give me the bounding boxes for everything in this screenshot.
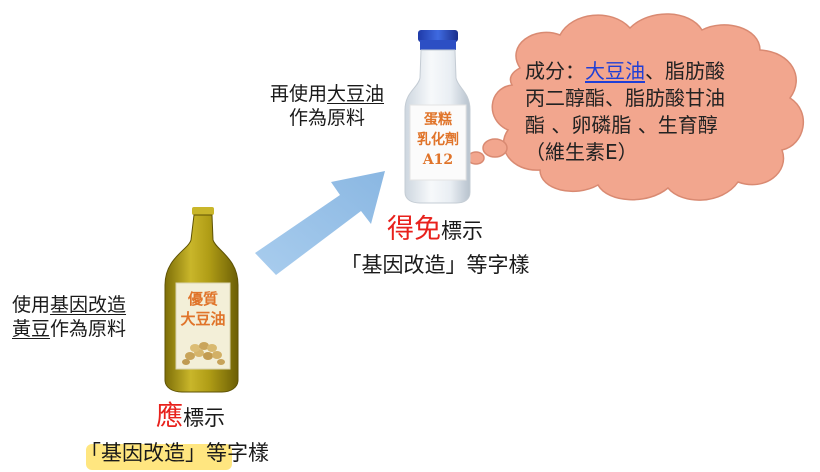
required-line2-suffix: 等字樣 (206, 441, 269, 465)
ingredient-prefix: 成分： (525, 59, 585, 83)
top-source-line2: 作為原料 (288, 107, 365, 129)
ingredient-line1-rest: 、脂肪酸 (645, 59, 725, 83)
soybean-oil-bottle (164, 207, 239, 393)
required-highlight: 「基因改造」 (80, 441, 206, 465)
left-source-text: 使用基因改造 黃豆作為原料 (12, 293, 162, 341)
top-source-text: 再使用大豆油 作為原料 (252, 82, 402, 130)
exempt-line2: 「基因改造」等字樣 (340, 253, 530, 277)
emulsifier-label: 蛋糕 乳化劑 A12 (410, 110, 466, 170)
oil-label: 優質 大豆油 (176, 289, 230, 329)
flow-arrow (255, 171, 385, 275)
ingredient-list: 成分：大豆油、脂肪酸 丙二醇酯、脂肪酸甘油 酯 、卵磷脂 、生育醇 （維生素E） (525, 58, 775, 166)
ingredient-link-soybean-oil[interactable]: 大豆油 (585, 59, 645, 83)
highlight-marker (86, 444, 232, 470)
required-suffix: 標示 (183, 406, 225, 430)
left-source-line2-suffix: 作為原料 (50, 318, 127, 340)
left-source-prefix: 使用 (12, 294, 51, 316)
soybeans-icon (182, 342, 225, 365)
emulsifier-bottle (404, 30, 471, 204)
oil-label-line2: 大豆油 (180, 310, 226, 328)
emulsifier-label-line1: 蛋糕 (424, 112, 452, 128)
top-source-prefix: 再使用 (269, 83, 327, 105)
emulsifier-label-line3: A12 (422, 152, 454, 168)
ingredient-line2: 丙二醇酯、脂肪酸甘油 (525, 86, 725, 110)
ingredient-line3: 酯 、卵磷脂 、生育醇 (525, 113, 718, 137)
exempt-label: 得免標示 「基因改造」等字樣 (325, 213, 545, 280)
top-source-ingredient: 大豆油 (327, 83, 385, 105)
ingredient-line4: （維生素E） (525, 140, 638, 164)
exempt-keyword: 得免 (387, 214, 441, 245)
required-label: 應標示 「基因改造」等字樣 (80, 399, 340, 468)
left-source-soy: 黃豆 (12, 318, 51, 340)
thought-bubble-dot-large (482, 138, 508, 158)
emulsifier-label-line2: 乳化劑 (417, 132, 459, 148)
oil-label-line1: 優質 (187, 290, 218, 308)
required-keyword: 應 (156, 401, 183, 432)
left-source-gm: 基因改造 (50, 294, 127, 316)
exempt-suffix: 標示 (441, 219, 483, 243)
